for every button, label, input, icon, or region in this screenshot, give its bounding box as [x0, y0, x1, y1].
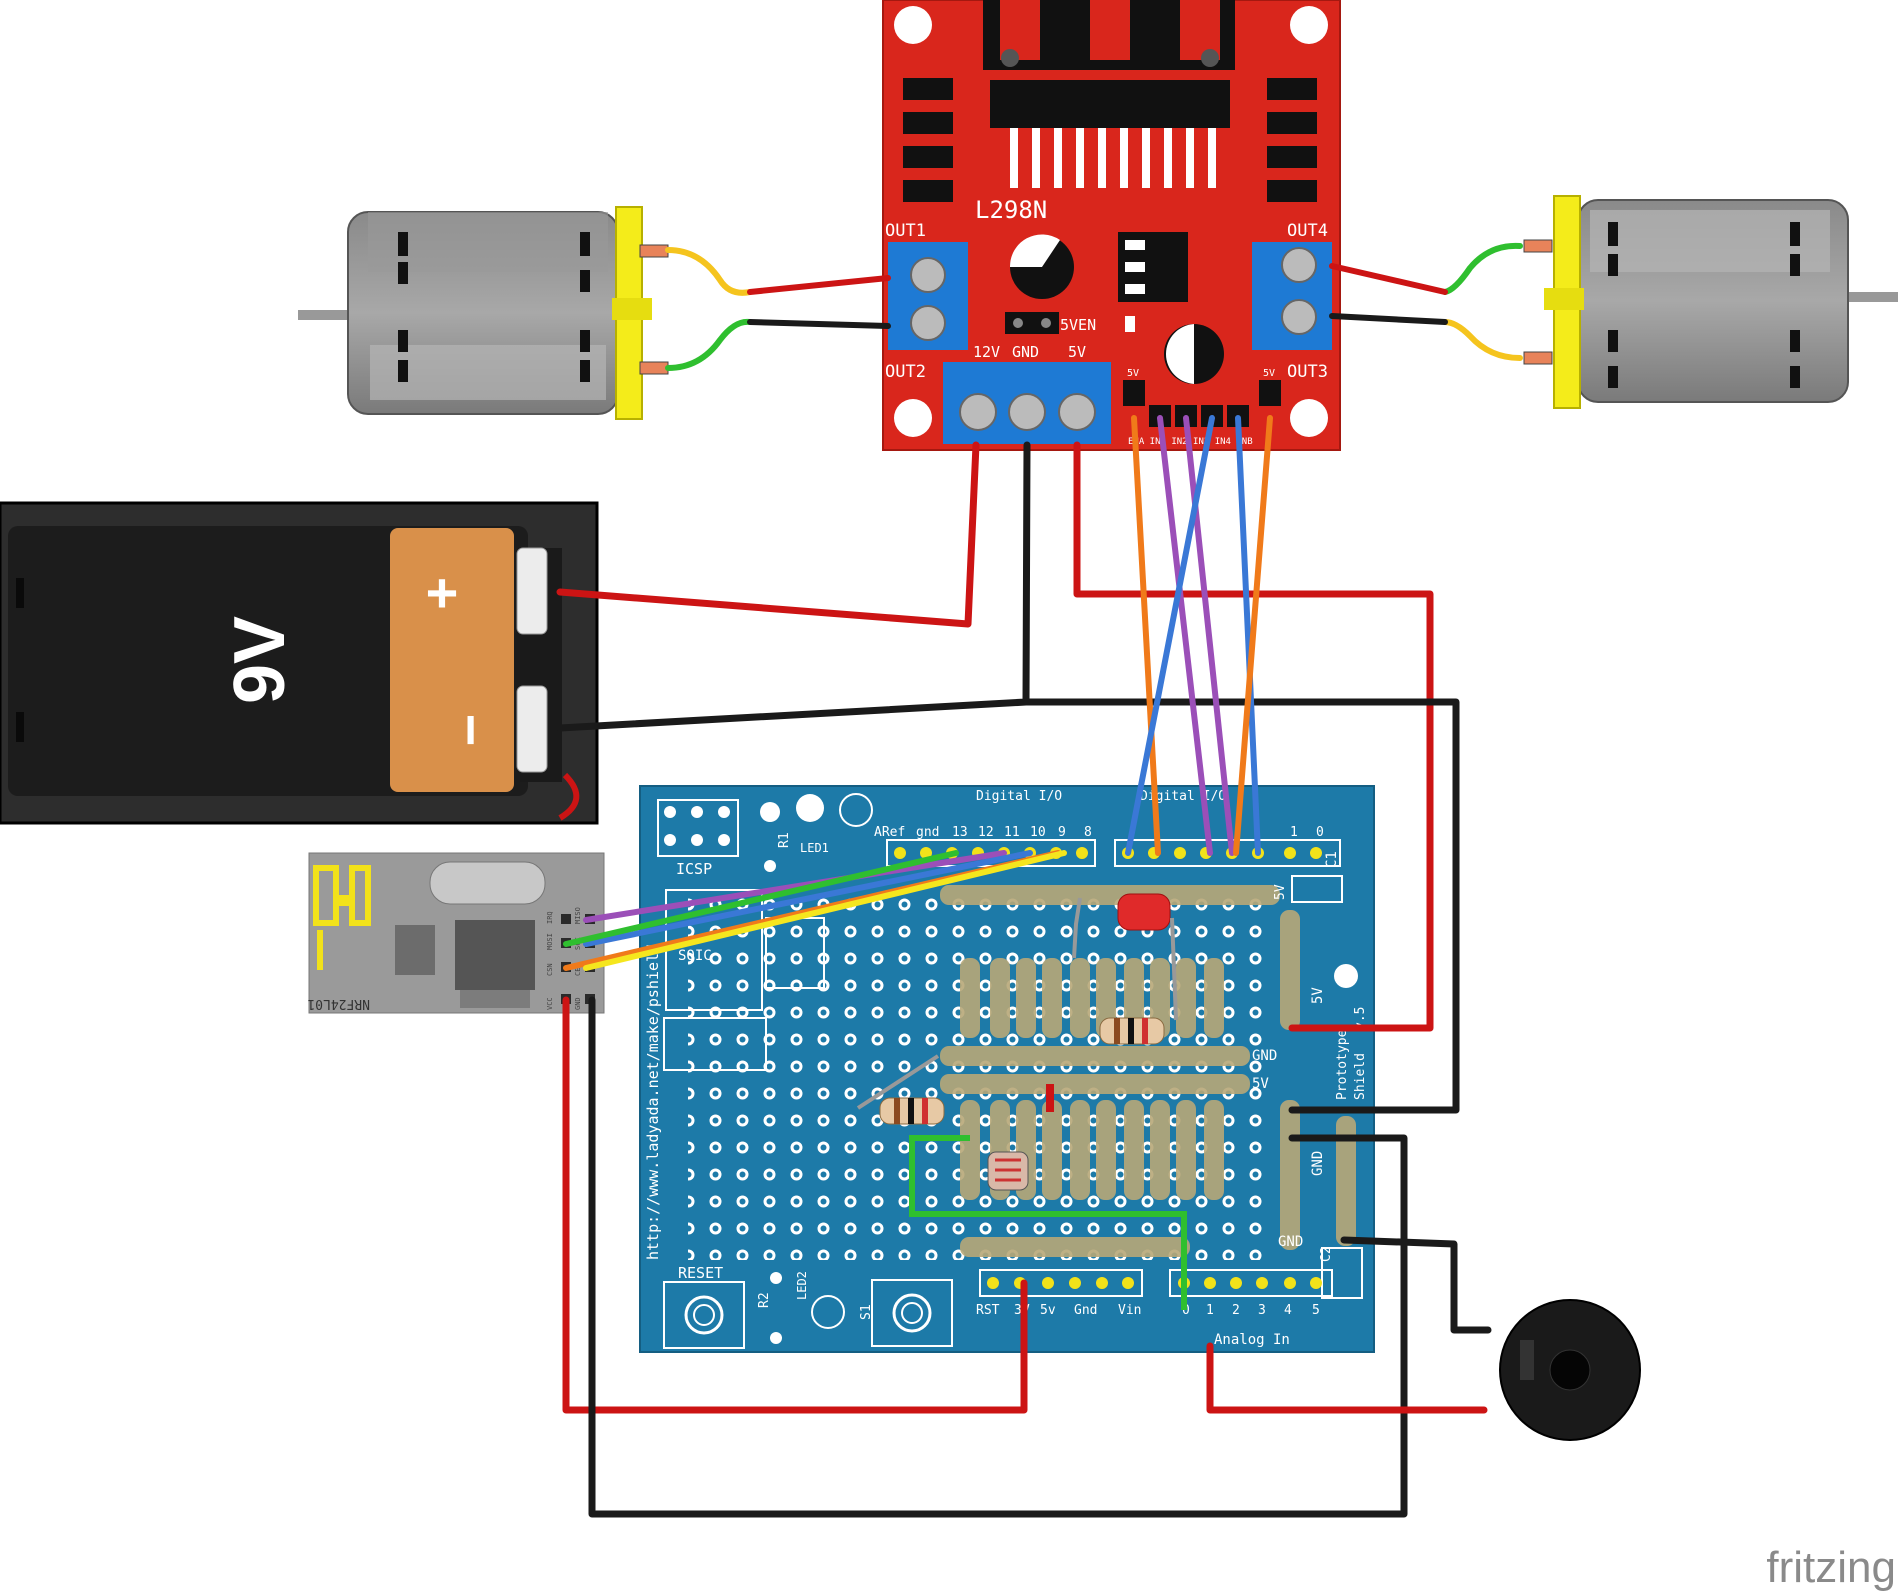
- proto-label: Prototype: [1335, 1029, 1350, 1100]
- pin-11-label: 11: [1004, 825, 1020, 840]
- c2-label: C2: [1319, 1246, 1334, 1262]
- reset-label: RESET: [678, 1264, 723, 1282]
- label-gnd-bottom: GND: [1278, 1234, 1303, 1250]
- pin-12-label: 12: [978, 825, 994, 840]
- analog-pin-2: 2: [1232, 1303, 1240, 1318]
- pin-8-label: 8: [1084, 825, 1092, 840]
- battery-voltage: 9V: [220, 616, 300, 704]
- analog-pin-4: 4: [1284, 1303, 1292, 1318]
- label-gnd-row: GND: [1252, 1048, 1277, 1064]
- label-5v-side: 5V: [1310, 987, 1326, 1004]
- piezo-buzzer: [1499, 1299, 1641, 1441]
- r2-label: R2: [757, 1292, 772, 1308]
- version-label: v.5: [1353, 1007, 1368, 1030]
- analog-pin-5: 5: [1312, 1303, 1320, 1318]
- l298n-driver-board: L298N OUT1 OUT2 OUT4 OUT3 5VEN 12V GND 5…: [882, 0, 1341, 451]
- battery-9v: + − 9V: [0, 501, 599, 825]
- power-12v-label: 12V: [973, 343, 1000, 361]
- radio-pin-mosi: MOSI: [546, 933, 554, 950]
- led1-label: LED1: [800, 841, 829, 855]
- left-dc-motor: [298, 206, 669, 420]
- gnd-label: gnd: [916, 825, 939, 840]
- power-pin-vin: Vin: [1118, 1303, 1141, 1318]
- radio-pin-gnd: GND: [574, 997, 582, 1010]
- radio-pin-irq: IRQ: [546, 911, 554, 924]
- label-5v-row: 5V: [1252, 1076, 1269, 1092]
- radio-pin-vcc: VCC: [546, 997, 554, 1010]
- pin-13-label: 13: [952, 825, 968, 840]
- analog-pin-0: 0: [1182, 1303, 1190, 1318]
- analog-in-label: Analog In: [1214, 1332, 1290, 1348]
- shield-url: http://www.ladyada.net/make/pshield: [644, 944, 662, 1260]
- shield-label: Shield: [1353, 1053, 1368, 1100]
- out1-label: OUT1: [885, 221, 926, 241]
- soic-label: SOIC: [678, 948, 712, 964]
- nrf24l01-module: NRF24L01 IRQ MOSI CSN VCC MISO SCK CE GN…: [307, 852, 605, 1014]
- label-gnd-side: GND: [1310, 1151, 1326, 1176]
- radio-pin-csn: CSN: [546, 963, 554, 976]
- power-pin-5v: 5v: [1040, 1303, 1056, 1318]
- enable-5v-right: 5V: [1263, 368, 1275, 379]
- led2-label: LED2: [795, 1271, 809, 1300]
- power-pin-gnd: Gnd: [1074, 1303, 1097, 1318]
- driver-chip-label: L298N: [975, 196, 1047, 224]
- label-5v-top: 5V: [1273, 884, 1288, 900]
- digital-io-label: Digital I/O: [976, 789, 1062, 804]
- fritzing-logo: fritzing: [1766, 1543, 1896, 1592]
- pin-10-label: 10: [1030, 825, 1046, 840]
- battery-copper-end: [390, 528, 514, 792]
- pin-9-label: 9: [1058, 825, 1066, 840]
- out2-label: OUT2: [885, 362, 926, 382]
- battery-plus: +: [426, 561, 459, 624]
- right-dc-motor: [1523, 195, 1898, 409]
- s1-label: S1: [859, 1304, 874, 1320]
- battery-minus: −: [440, 714, 503, 747]
- pin-1-label: 1: [1290, 825, 1298, 840]
- radio-pin-ce: CE: [574, 968, 582, 976]
- aref-label: ARef: [874, 825, 905, 840]
- red-led: [1117, 893, 1171, 931]
- pin-0-label: 0: [1316, 825, 1324, 840]
- analog-pin-1: 1: [1206, 1303, 1214, 1318]
- enable-5v-left: 5V: [1127, 368, 1139, 379]
- r1-label: R1: [777, 832, 792, 848]
- out4-label: OUT4: [1287, 221, 1328, 241]
- jumper-5ven-label: 5VEN: [1060, 316, 1096, 334]
- radio-pin-miso: MISO: [574, 907, 582, 924]
- c1-label: C1: [1324, 851, 1340, 868]
- proto-shield: ICSP R1 LED1 Digital I/O Digital I/O ARe…: [639, 785, 1375, 1353]
- icsp-label: ICSP: [676, 860, 712, 878]
- power-pin-rst: RST: [976, 1303, 1000, 1318]
- analog-pin-3: 3: [1258, 1303, 1266, 1318]
- power-gnd-label: GND: [1012, 343, 1039, 361]
- radio-model-label: NRF24L01: [307, 996, 370, 1011]
- wires: [556, 242, 1523, 1518]
- out3-label: OUT3: [1287, 362, 1328, 382]
- power-5v-label: 5V: [1068, 343, 1086, 361]
